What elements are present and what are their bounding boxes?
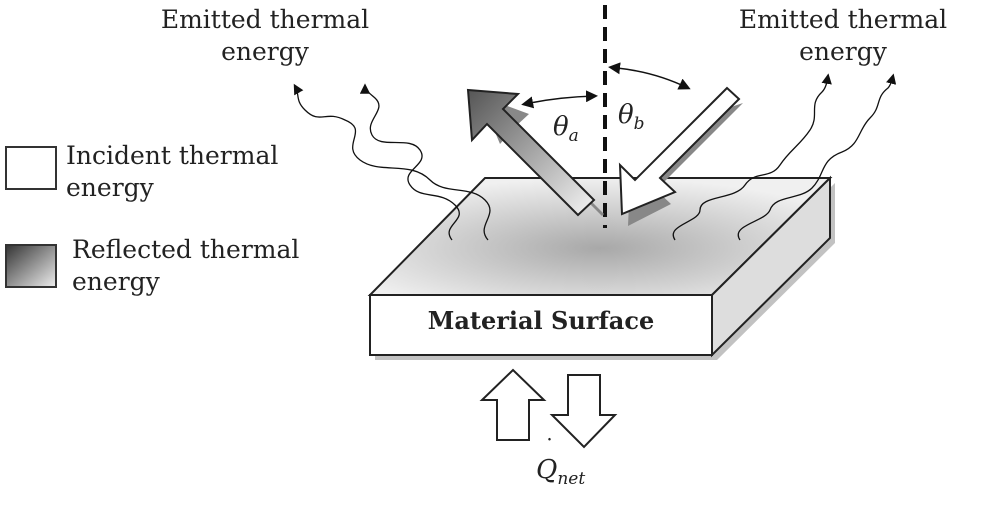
theta-a-label: θa bbox=[553, 112, 579, 146]
legend-incident-line2: energy bbox=[66, 173, 154, 202]
emitted-right-line1: Emitted thermal bbox=[738, 5, 948, 34]
reflected-arrow bbox=[466, 88, 596, 217]
theta-b-label: θb bbox=[618, 100, 645, 134]
emitted-wavy-arrows bbox=[293, 73, 897, 241]
legend-reflected-line1: Reflected thermal bbox=[72, 235, 300, 264]
q-symbol: Q bbox=[536, 455, 558, 485]
legend-reflected-line2: energy bbox=[72, 267, 160, 296]
theta-b-sub: b bbox=[633, 114, 645, 135]
emitted-left-label: Emitted thermal energy bbox=[160, 4, 370, 68]
q-net-down-arrow bbox=[549, 374, 618, 449]
legend-incident-swatch bbox=[5, 146, 57, 190]
emitted-right-line2: energy bbox=[799, 37, 887, 66]
theta-a-symbol: θ bbox=[553, 112, 569, 142]
theta-a-angle-arrow bbox=[521, 90, 598, 109]
emitted-right-label: Emitted thermal energy bbox=[738, 4, 948, 68]
incident-arrow bbox=[618, 86, 741, 216]
wavy-arrow-4 bbox=[737, 73, 897, 241]
wavy-arrow-2 bbox=[293, 83, 491, 241]
legend-reflected-label: Reflected thermal energy bbox=[72, 234, 299, 298]
emitted-left-line1: Emitted thermal bbox=[160, 5, 370, 34]
material-surface-label: Material Surface bbox=[427, 306, 655, 335]
legend-incident-label: Incident thermal energy bbox=[66, 140, 278, 204]
legend-reflected-swatch bbox=[5, 244, 57, 288]
theta-b-angle-arrow bbox=[608, 62, 691, 90]
wavy-arrow-1 bbox=[359, 83, 460, 241]
q-net-up-arrow bbox=[479, 368, 547, 441]
q-net-label: Qnet bbox=[536, 455, 585, 489]
wavy-arrow-3 bbox=[672, 73, 832, 241]
q-dot: ˙ bbox=[544, 436, 555, 461]
theta-b-symbol: θ bbox=[618, 100, 634, 130]
q-sub: net bbox=[557, 469, 586, 490]
theta-a-sub: a bbox=[568, 126, 579, 147]
slab-front-face bbox=[369, 294, 713, 356]
emitted-left-line2: energy bbox=[221, 37, 309, 66]
legend-incident-line1: Incident thermal bbox=[66, 141, 279, 170]
